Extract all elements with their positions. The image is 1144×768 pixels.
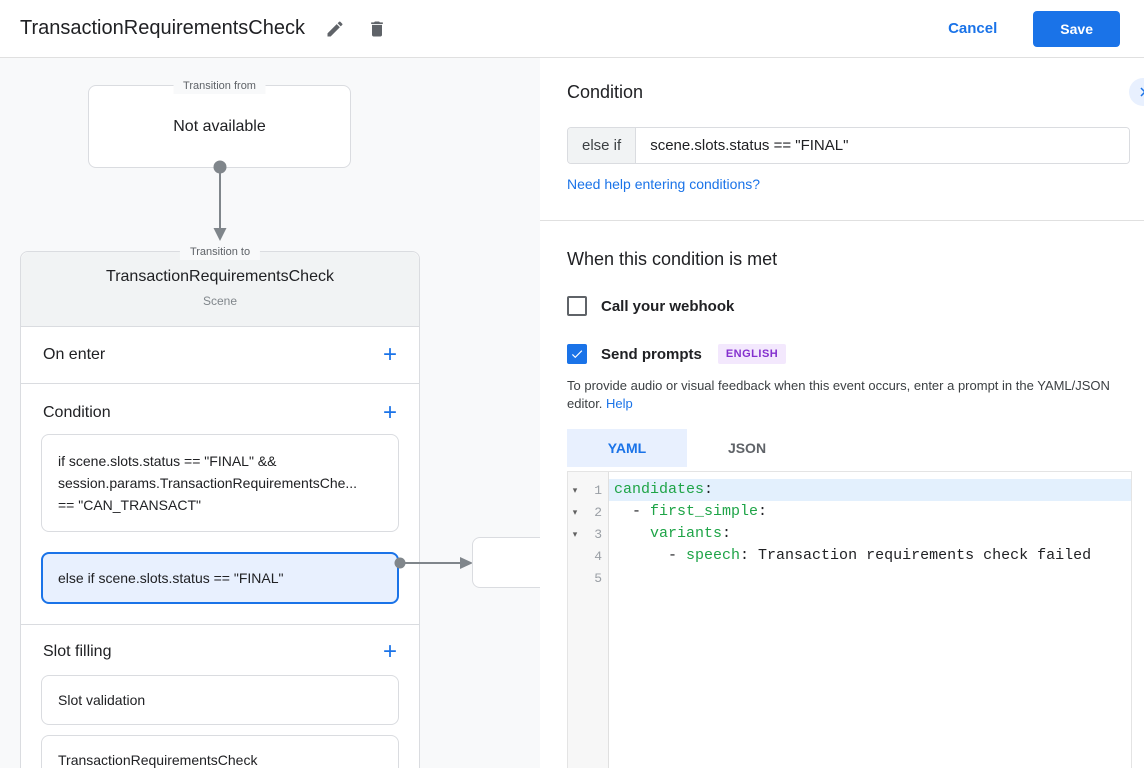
tab-json[interactable]: JSON	[727, 440, 767, 456]
on-enter-row[interactable]: On enter +	[21, 327, 419, 384]
chevron-right-icon	[1134, 83, 1144, 101]
fold-icon[interactable]: ▾	[572, 484, 578, 495]
condition-input-group: else if	[567, 127, 1130, 164]
code-line: - speech: Transaction requirements check…	[614, 547, 1092, 564]
pencil-icon	[325, 19, 345, 39]
delete-scene-button[interactable]	[363, 15, 391, 43]
fold-icon[interactable]: ▾	[572, 506, 578, 517]
tab-yaml[interactable]: YAML	[567, 429, 687, 467]
slot-filling-section: Slot filling + Slot validation Transacti…	[21, 625, 419, 768]
condition-prefix: else if	[568, 128, 637, 163]
slot-card[interactable]: TransactionRequirementsCheck	[41, 735, 399, 768]
webhook-label: Call your webhook	[601, 297, 735, 315]
code-line: candidates:	[609, 479, 1131, 501]
collapse-panel-button[interactable]	[1129, 78, 1144, 106]
panel-divider	[540, 220, 1144, 221]
prompts-help-link[interactable]: Help	[606, 396, 633, 411]
panel-title: Condition	[567, 82, 644, 102]
yaml-editor[interactable]: ▾1 ▾2 ▾3 ▾4 ▾5 candidates: - first_simpl…	[567, 471, 1132, 768]
scene-name: TransactionRequirementsCheck	[106, 268, 334, 285]
transition-from-value: Not available	[173, 117, 266, 135]
condition-input[interactable]	[636, 128, 1129, 163]
code-line	[609, 567, 1131, 589]
code-line: - first_simple:	[614, 503, 768, 520]
editor-gutter: ▾1 ▾2 ▾3 ▾4 ▾5	[568, 472, 609, 768]
condition-card-selected[interactable]: else if scene.slots.status == "FINAL"	[41, 552, 399, 604]
slot-card[interactable]: Slot validation	[41, 675, 399, 725]
scene-card-header: TransactionRequirementsCheck Scene	[21, 252, 419, 327]
transition-to-label: Transition to	[179, 244, 261, 260]
scene-card[interactable]: Transition to TransactionRequirementsChe…	[20, 244, 420, 768]
slot-filling-label: Slot filling	[43, 643, 112, 660]
webhook-checkbox[interactable]	[567, 296, 587, 316]
save-button[interactable]: Save	[1033, 10, 1120, 47]
transition-from-box: Transition from Not available	[88, 78, 351, 168]
add-on-enter-button[interactable]: +	[382, 341, 397, 368]
add-slot-button[interactable]: +	[382, 638, 397, 665]
editor-code[interactable]: candidates: - first_simple: variants: - …	[609, 472, 1131, 768]
transition-target-box[interactable]	[472, 537, 540, 588]
page-title: TransactionRequirementsCheck	[20, 17, 305, 39]
condition-section-label: Condition	[43, 404, 111, 421]
trash-icon	[367, 19, 387, 39]
condition-section: Condition + if scene.slots.status == "FI…	[21, 384, 419, 625]
scene-type: Scene	[202, 294, 238, 308]
editor-tabs: YAML JSON	[567, 429, 1132, 467]
language-badge: ENGLISH	[717, 344, 787, 364]
condition-card[interactable]: if scene.slots.status == "FINAL" && sess…	[41, 434, 399, 532]
send-prompts-label: Send prompts	[601, 345, 702, 363]
code-line: variants:	[650, 525, 732, 542]
check-icon	[570, 347, 584, 361]
add-condition-button[interactable]: +	[382, 399, 397, 426]
edit-scene-button[interactable]	[321, 15, 349, 43]
condition-panel: Condition else if Need help entering con…	[540, 58, 1144, 768]
when-met-title: When this condition is met	[567, 249, 778, 269]
fold-icon[interactable]: ▾	[572, 528, 578, 539]
scene-graph-canvas: Transition from Not available Transition…	[0, 58, 540, 768]
prompts-description: To provide audio or visual feedback when…	[567, 378, 1110, 411]
transition-from-label: Transition from	[173, 78, 266, 94]
on-enter-label: On enter	[43, 346, 106, 363]
conditions-help-link[interactable]: Need help entering conditions?	[567, 176, 761, 192]
transition-down-arrow	[213, 160, 227, 241]
cancel-button[interactable]: Cancel	[942, 19, 1003, 38]
send-prompts-checkbox[interactable]	[567, 344, 587, 364]
topbar: TransactionRequirementsCheck Cancel Save	[0, 0, 1144, 58]
